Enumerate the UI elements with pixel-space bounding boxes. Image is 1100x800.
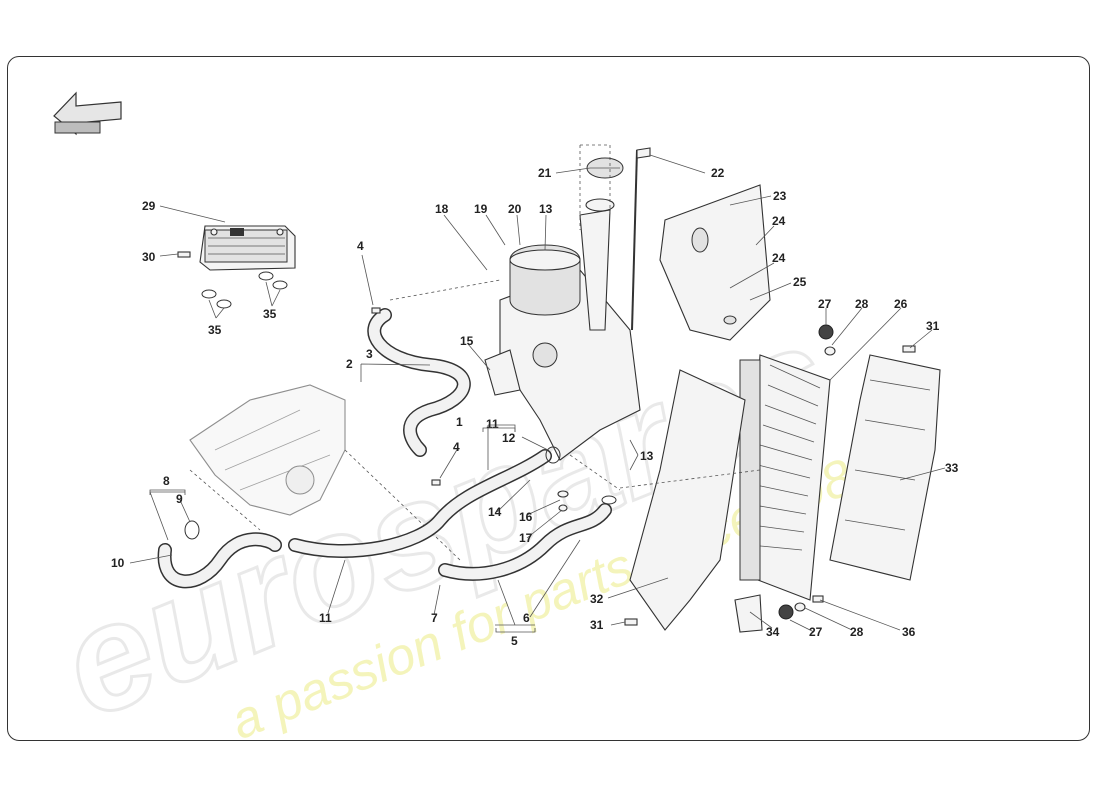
callout-29: 29 — [142, 199, 156, 213]
callout-11b: 11 — [319, 611, 332, 625]
callout-34: 34 — [766, 625, 780, 639]
screw-4 — [371, 307, 441, 486]
leader-lines — [129, 154, 946, 633]
o-rings-35 — [201, 271, 288, 309]
callout-23: 23 — [773, 189, 787, 203]
callout-13a: 13 — [539, 202, 553, 216]
callout-31a: 31 — [926, 319, 940, 333]
clamp-12 — [545, 446, 561, 464]
callout-32: 32 — [590, 592, 604, 606]
group-braces — [149, 427, 536, 633]
callout-35a: 35 — [208, 323, 222, 337]
oil-cooler-part — [199, 225, 296, 271]
fittings-16-17 — [557, 490, 617, 512]
callout-27b: 27 — [809, 625, 823, 639]
bolt-36 — [812, 595, 824, 603]
callout-16: 16 — [519, 510, 533, 524]
radiator-26 — [739, 354, 831, 601]
callout-6: 6 — [523, 611, 530, 625]
callout-27a: 27 — [818, 297, 832, 311]
clamp-9 — [184, 520, 200, 540]
callout-36: 36 — [902, 625, 916, 639]
callout-11a: 11 — [486, 417, 499, 431]
callout-15: 15 — [460, 334, 474, 348]
oil-tank-part — [499, 198, 641, 461]
callout-18: 18 — [435, 202, 449, 216]
back-arrow-icon[interactable] — [53, 91, 122, 136]
callout-21: 21 — [538, 166, 552, 180]
screw-30 — [177, 251, 191, 258]
heat-shield-23 — [659, 184, 771, 341]
callout-2: 2 — [346, 357, 353, 371]
callout-9: 9 — [176, 492, 183, 506]
callout-7: 7 — [431, 611, 438, 625]
callout-25: 25 — [793, 275, 807, 289]
callout-28a: 28 — [855, 297, 869, 311]
hose-3-upper — [367, 308, 471, 457]
callout-24a: 24 — [772, 214, 786, 228]
callout-5: 5 — [511, 634, 518, 648]
pipe-6 — [438, 503, 612, 581]
callout-14: 14 — [488, 505, 502, 519]
callout-4b: 4 — [453, 440, 460, 454]
callout-22: 22 — [711, 166, 725, 180]
callout-10: 10 — [111, 556, 125, 570]
bracket-15 — [484, 349, 521, 396]
callout-8: 8 — [163, 474, 170, 488]
callout-35b: 35 — [263, 307, 277, 321]
diagram-frame — [7, 56, 1090, 741]
bracket-34 — [734, 594, 763, 633]
callout-31b: 31 — [590, 618, 604, 632]
callout-3: 3 — [366, 347, 373, 361]
callout-12: 12 — [502, 431, 516, 445]
hose-11-long — [157, 449, 552, 589]
callout-33: 33 — [945, 461, 959, 475]
callout-19: 19 — [474, 202, 488, 216]
dipstick-22 — [631, 147, 651, 331]
engine-outline — [189, 384, 346, 516]
callout-4a: 4 — [357, 239, 364, 253]
callout-24b: 24 — [772, 251, 786, 265]
callout-13b: 13 — [640, 449, 654, 463]
callout-17: 17 — [519, 531, 533, 545]
callout-30: 30 — [142, 250, 156, 264]
air-duct-32 — [629, 369, 746, 631]
washer-28 — [794, 346, 836, 612]
callout-1: 1 — [456, 415, 463, 429]
callout-20: 20 — [508, 202, 522, 216]
filler-cap-21 — [586, 157, 624, 179]
callout-labels: 29 30 35 35 4 2 3 18 19 20 13 21 22 23 2… — [111, 166, 959, 648]
cover-33 — [829, 354, 941, 581]
callout-28b: 28 — [850, 625, 864, 639]
callout-26: 26 — [894, 297, 908, 311]
